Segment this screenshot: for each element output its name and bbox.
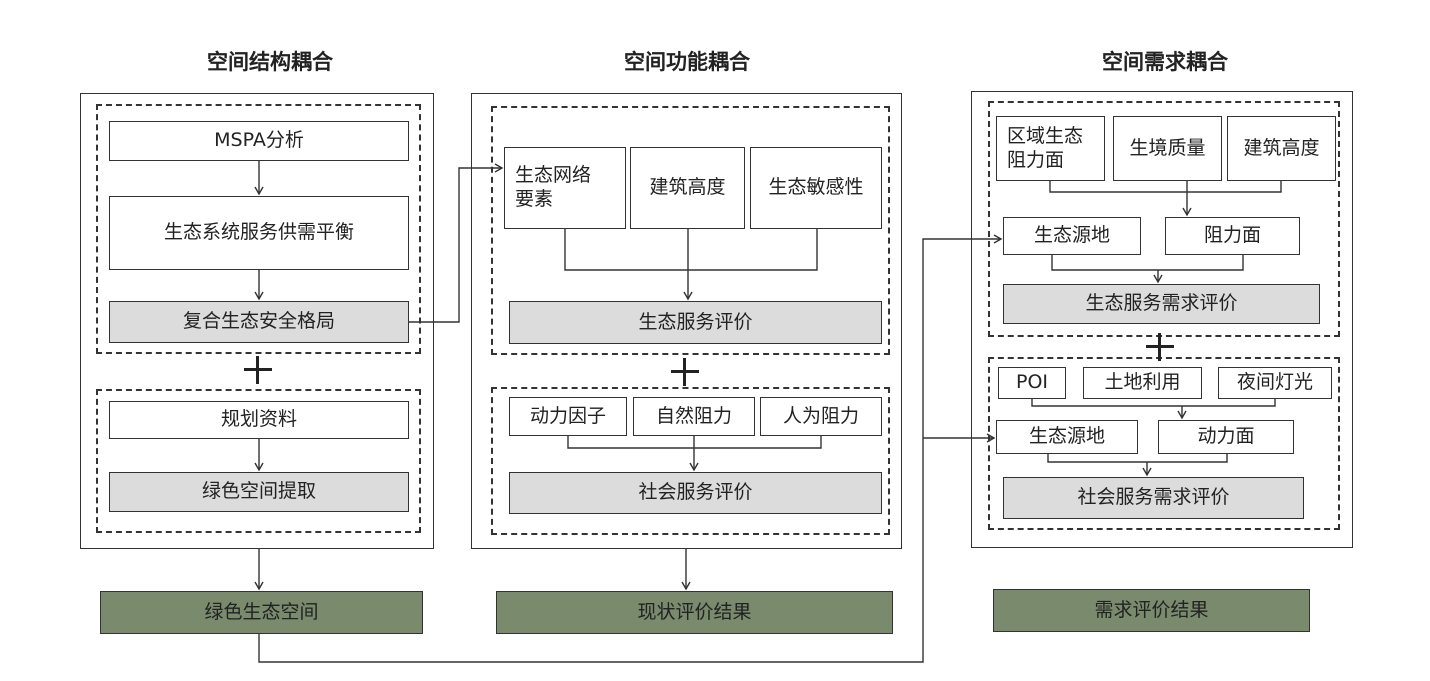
demand-eval-result: 需求评价结果	[993, 589, 1310, 632]
demand-title: 空间需求耦合	[1102, 50, 1228, 74]
night-light-box: 夜间灯光	[1218, 367, 1332, 399]
eco-network-elements-box: 生态网络 要素	[504, 147, 626, 229]
function-group-1	[491, 106, 890, 355]
green-eco-space-result: 绿色生态空间	[100, 591, 423, 634]
human-resistance-box: 人为阻力	[760, 397, 882, 436]
eco-source-box: 生态源地	[996, 420, 1138, 454]
plus-icon	[671, 358, 699, 386]
structure-group-2	[96, 389, 421, 533]
merge-factors1	[564, 229, 818, 271]
demand-group-2	[988, 357, 1340, 530]
land-use-box: 土地利用	[1083, 367, 1202, 399]
driving-surface-box: 动力面	[1158, 420, 1294, 454]
merge-demand-mid2	[1047, 454, 1228, 463]
eco-demand-eval-box: 生态服务需求评价	[1003, 284, 1320, 324]
resistance-surface-box: 阻力面	[1165, 217, 1300, 255]
merge-demand-factors2	[1031, 399, 1276, 407]
building-height-box: 建筑高度	[630, 147, 745, 229]
plus-icon	[244, 356, 272, 384]
eco-sensitivity-box: 生态敏感性	[750, 147, 882, 229]
natural-resistance-box: 自然阻力	[633, 397, 755, 436]
green-space-extraction-box: 绿色空间提取	[109, 472, 409, 512]
supply-demand-balance-box: 生态系统服务供需平衡	[109, 196, 409, 270]
arrow-green-result-to-demand	[258, 234, 1003, 663]
structure-title: 空间结构耦合	[207, 50, 333, 74]
social-demand-eval-box: 社会服务需求评价	[1003, 477, 1304, 519]
planning-data-box: 规划资料	[109, 401, 409, 439]
plus-icon	[1146, 333, 1174, 361]
social-service-eval-box: 社会服务评价	[509, 472, 882, 514]
mspa-analysis-box: MSPA分析	[109, 121, 409, 161]
merge-demand-mid1	[1051, 255, 1244, 271]
poi-box: POI	[998, 367, 1066, 399]
current-eval-result: 现状评价结果	[496, 591, 893, 634]
structure-group-1	[96, 104, 421, 354]
habitat-quality-box: 生境质量	[1113, 116, 1222, 181]
building-height-box: 建筑高度	[1227, 116, 1336, 181]
demand-group-1	[988, 101, 1340, 337]
arrow-pattern-to-function	[409, 163, 504, 323]
driving-factor-box: 动力因子	[509, 397, 627, 436]
function-group-2	[491, 387, 890, 535]
security-pattern-box: 复合生态安全格局	[109, 301, 409, 343]
regional-resistance-box: 区域生态 阻力面	[996, 116, 1105, 181]
merge-demand-factors1	[1049, 181, 1282, 193]
eco-service-eval-box: 生态服务评价	[509, 301, 882, 344]
eco-source-box: 生态源地	[1003, 217, 1141, 255]
function-title: 空间功能耦合	[624, 50, 750, 74]
